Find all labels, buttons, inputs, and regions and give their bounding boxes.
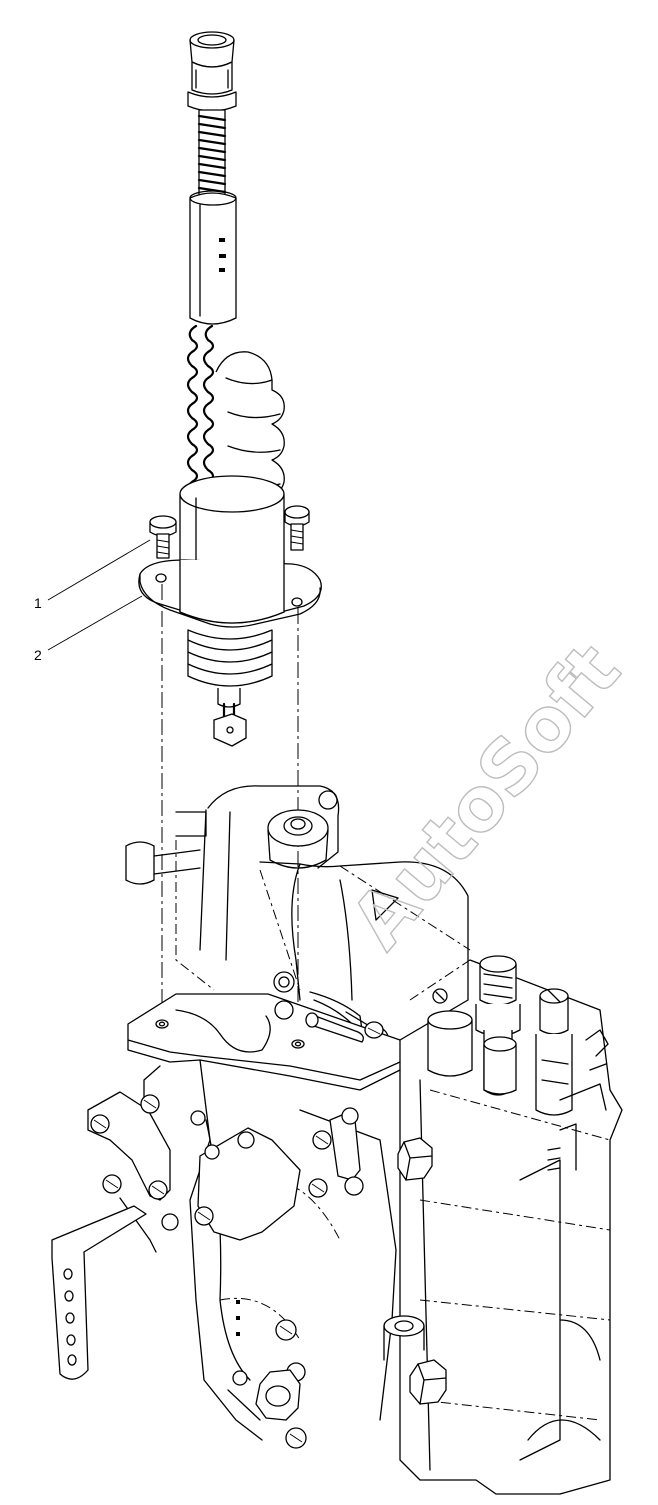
- callout-number: 1: [34, 595, 42, 611]
- hex-plug-lower: [409, 1359, 447, 1405]
- solenoid-rubber-boot: [215, 351, 285, 501]
- injection-pump: [51, 785, 623, 1495]
- solenoid-flange: [138, 559, 322, 628]
- delivery-valve-3: [427, 988, 517, 1095]
- clip-bracket: [547, 1029, 609, 1171]
- pump-mounting-plate: [127, 993, 401, 1091]
- pump-port: [383, 1315, 425, 1361]
- speed-control-lever: [51, 1205, 147, 1380]
- watermark-text: AutoSoft: [335, 628, 637, 965]
- stop-solenoid: [138, 31, 322, 747]
- governor-housing: [125, 785, 340, 991]
- hex-plug-upper: [397, 1137, 433, 1181]
- solenoid-top-cap: [187, 31, 237, 112]
- solenoid-plunger: [187, 629, 273, 747]
- callout-1: 1: [34, 539, 151, 611]
- delivery-valve-2: [535, 988, 573, 1116]
- mounting-bolt-right: [284, 505, 310, 551]
- governor-rear-linkage: [190, 1107, 364, 1241]
- solenoid-sleeve: [189, 190, 237, 325]
- pump-main-body: [143, 959, 623, 1495]
- callout-2: 2: [34, 595, 143, 663]
- control-rack-pin: [274, 1000, 384, 1043]
- callout-number: 2: [34, 647, 42, 663]
- governor-lever-linkage: [87, 1091, 179, 1253]
- solenoid-upper-spring: [197, 109, 227, 201]
- mounting-bolt-left: [149, 515, 177, 559]
- governor-lower-screws: [227, 1300, 307, 1449]
